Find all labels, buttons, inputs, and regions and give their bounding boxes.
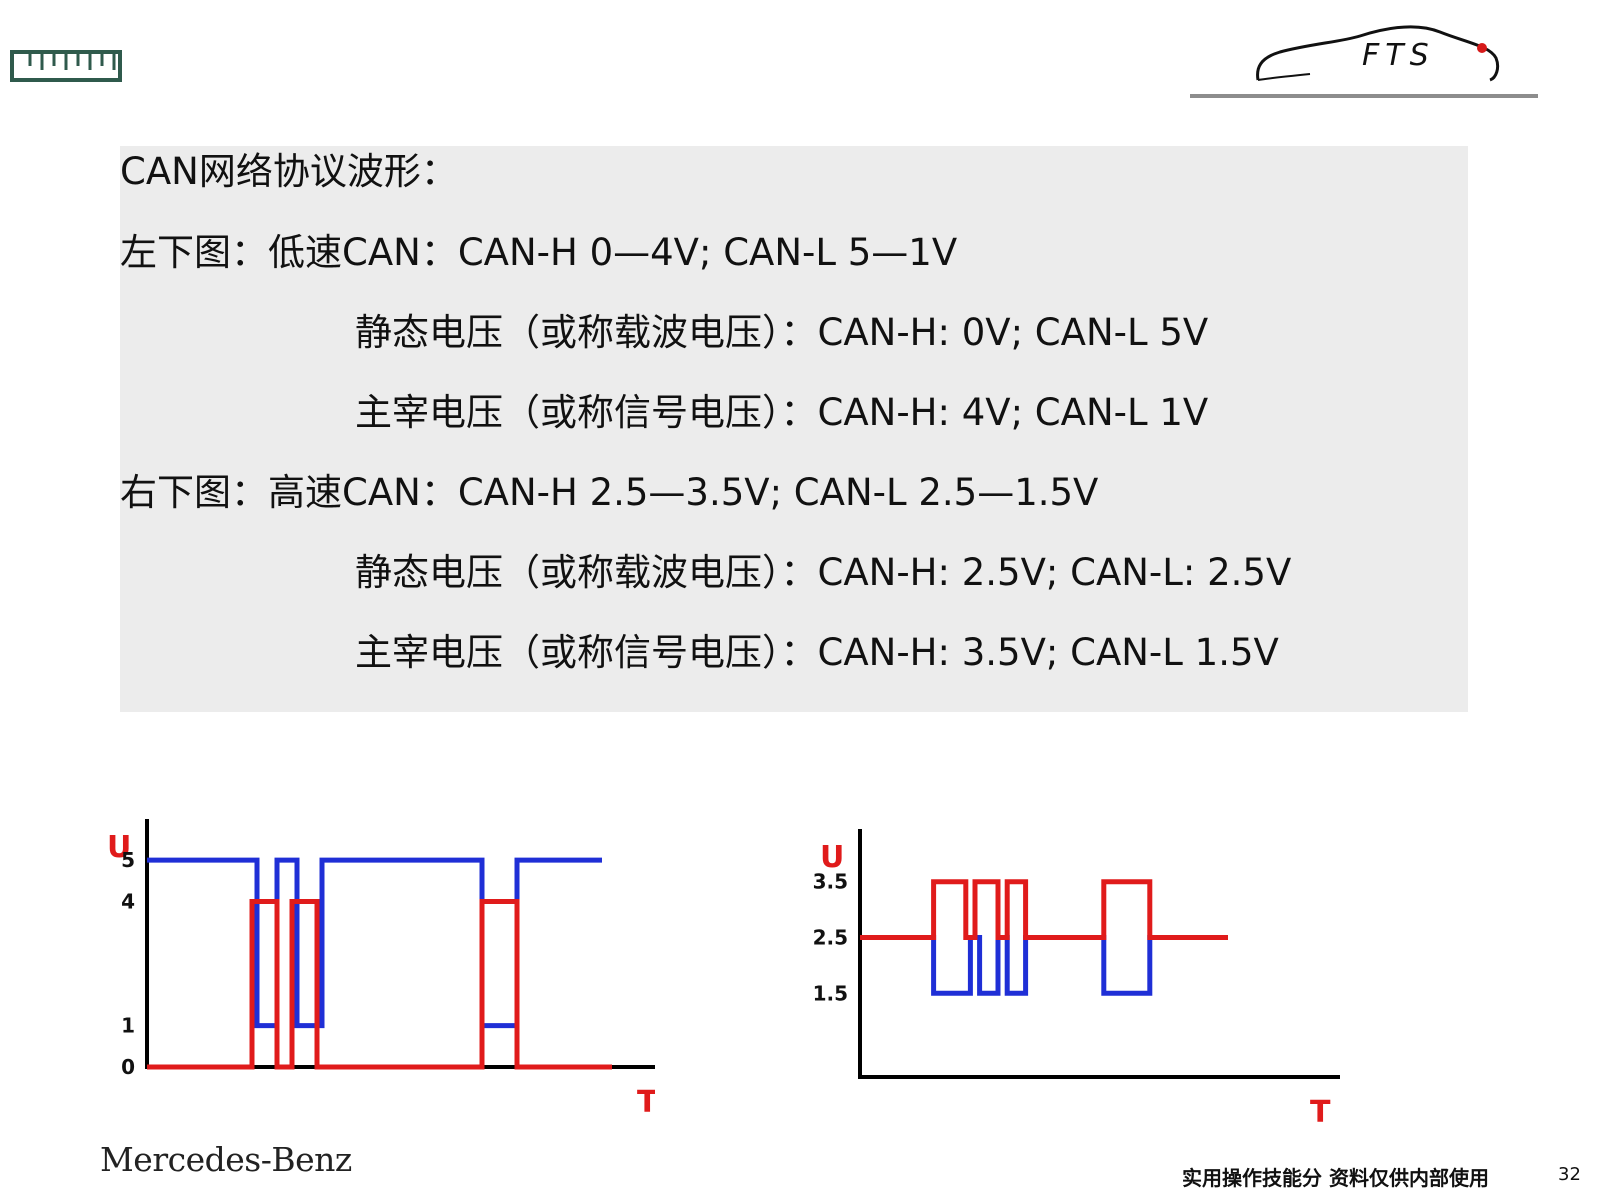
y-tick-label: 5 (121, 848, 135, 872)
footer-note: 实用操作技能分 资料仅供内部使用 (1182, 1166, 1489, 1190)
high-speed-static-voltage: 静态电压（或称载波电压）：CAN-H: 2.5V; CAN-L: 2.5V (355, 551, 1292, 594)
y-axis-label: U (820, 840, 844, 875)
series-line-1 (147, 857, 602, 1029)
brand-name: Mercedes-Benz (100, 1140, 352, 1179)
series-line-2 (860, 879, 1228, 940)
page-number: 32 (1558, 1164, 1581, 1185)
y-tick-label: 4 (121, 889, 135, 913)
text-panel (120, 146, 1468, 712)
y-axis-label: U (107, 830, 131, 865)
y-tick-label: 2.5 (813, 925, 848, 949)
series-line-2 (147, 899, 612, 1070)
car-logo-icon: FTS (1250, 12, 1500, 92)
low-speed-can-line: 左下图：低速CAN：CAN-H 0—4V; CAN-L 5—1V (120, 231, 958, 274)
high-speed-dominant-voltage: 主宰电压（或称信号电压）：CAN-H: 3.5V; CAN-L 1.5V (355, 631, 1279, 674)
y-tick-label: 1.5 (813, 981, 848, 1005)
panel-heading: CAN网络协议波形： (120, 150, 458, 193)
x-axis-label: T (1310, 1095, 1331, 1130)
x-axis-label: T (637, 1085, 655, 1120)
low-speed-dominant-voltage: 主宰电压（或称信号电压）：CAN-H: 4V; CAN-L 1V (355, 391, 1209, 434)
high-speed-can-waveform-chart: U T 3.5 2.5 1.5 (813, 829, 1340, 1130)
ruler-icon (10, 50, 122, 82)
low-speed-static-voltage: 静态电压（或称载波电压）：CAN-H: 0V; CAN-L 5V (355, 311, 1209, 354)
y-tick-label: 0 (121, 1055, 135, 1079)
low-speed-can-waveform-chart: U T 5 4 1 0 (107, 819, 655, 1120)
y-tick-label: 1 (121, 1014, 135, 1038)
series-line-1 (860, 935, 1228, 996)
logo-text: FTS (1362, 38, 1435, 73)
logo-divider (1190, 94, 1538, 98)
high-speed-can-line: 右下图：高速CAN：CAN-H 2.5—3.5V; CAN-L 2.5—1.5V (120, 471, 1099, 514)
y-tick-label: 3.5 (813, 870, 848, 894)
